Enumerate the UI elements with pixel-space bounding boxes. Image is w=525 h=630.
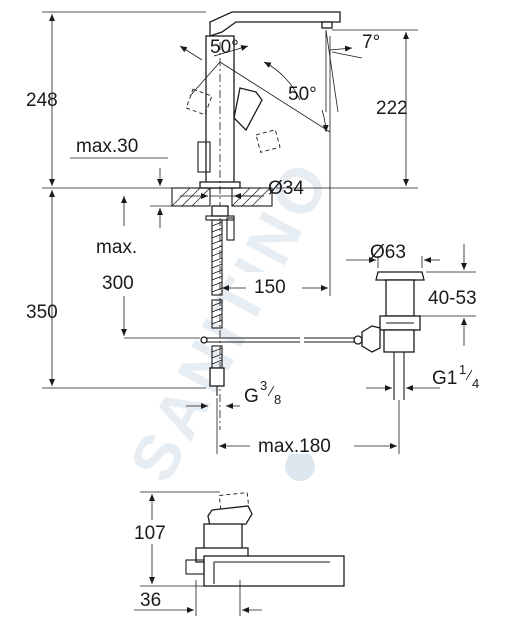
label-max-30: max.30	[76, 136, 138, 157]
label-40-53: 40-53	[428, 288, 477, 309]
detail-view	[185, 492, 345, 616]
label-max-180: max.180	[258, 436, 331, 457]
dim-waste-thread: G1 1 4	[366, 362, 479, 391]
popup-rod	[200, 335, 363, 345]
dim-angle-lever-side: 50°	[219, 61, 331, 133]
waste-valve	[361, 271, 425, 400]
waste-flange	[375, 271, 425, 281]
label-diameter-34: Ø34	[268, 178, 304, 199]
lever-ghost-right	[255, 129, 281, 153]
dim-height-top: 248	[26, 11, 206, 189]
fixing-nut	[211, 205, 229, 217]
label-g1-num: 1	[459, 362, 466, 377]
dim-height-bottom: 350	[26, 190, 206, 389]
label-g-num: 3	[260, 378, 267, 393]
spout	[209, 11, 341, 37]
label-angle-50-top: 50°	[210, 37, 239, 58]
label-107: 107	[134, 523, 166, 544]
label-g: G	[244, 386, 259, 407]
dim-max-thickness: max.30	[70, 136, 172, 228]
detail-lever	[207, 505, 253, 527]
lever	[233, 87, 263, 132]
dim-hole-diameter: Ø34	[180, 178, 304, 199]
label-g1: G1	[432, 368, 457, 389]
label-350: 350	[26, 302, 58, 323]
label-g-den: 8	[274, 392, 281, 407]
label-diameter-63: Ø63	[370, 242, 406, 263]
dim-max-width: max.180	[216, 398, 400, 457]
dim-detail-height: 107	[130, 491, 220, 587]
supply-connector	[209, 367, 225, 387]
dim-angle-lever: 50°	[179, 37, 249, 97]
label-angle-7: 7°	[362, 32, 380, 53]
label-150: 150	[254, 277, 286, 298]
dim-detail-depth: 36	[134, 590, 262, 613]
label-222: 222	[376, 98, 408, 119]
supply-hoses	[209, 219, 225, 396]
label-248: 248	[26, 90, 58, 111]
lever-ghost-left	[185, 88, 213, 116]
label-300: 300	[102, 273, 134, 294]
label-angle-50-side: 50°	[288, 84, 317, 105]
dim-waste-diameter: Ø63	[346, 242, 440, 268]
label-36: 36	[140, 590, 161, 611]
label-max: max.	[96, 237, 137, 258]
dim-max-300: max. 300	[96, 196, 200, 339]
faucet-body	[185, 11, 341, 430]
dim-reach: 150	[222, 36, 331, 298]
cartridge	[197, 141, 211, 173]
detail-spout	[203, 555, 345, 587]
dim-waste-range: 40-53	[420, 244, 477, 346]
label-g1-den: 4	[472, 376, 479, 391]
dim-supply-thread: G 3 8	[186, 378, 281, 409]
dim-height-spout: 222	[276, 29, 418, 189]
dim-angle-spout: 7°	[325, 29, 380, 113]
spout-outlet	[321, 21, 333, 29]
